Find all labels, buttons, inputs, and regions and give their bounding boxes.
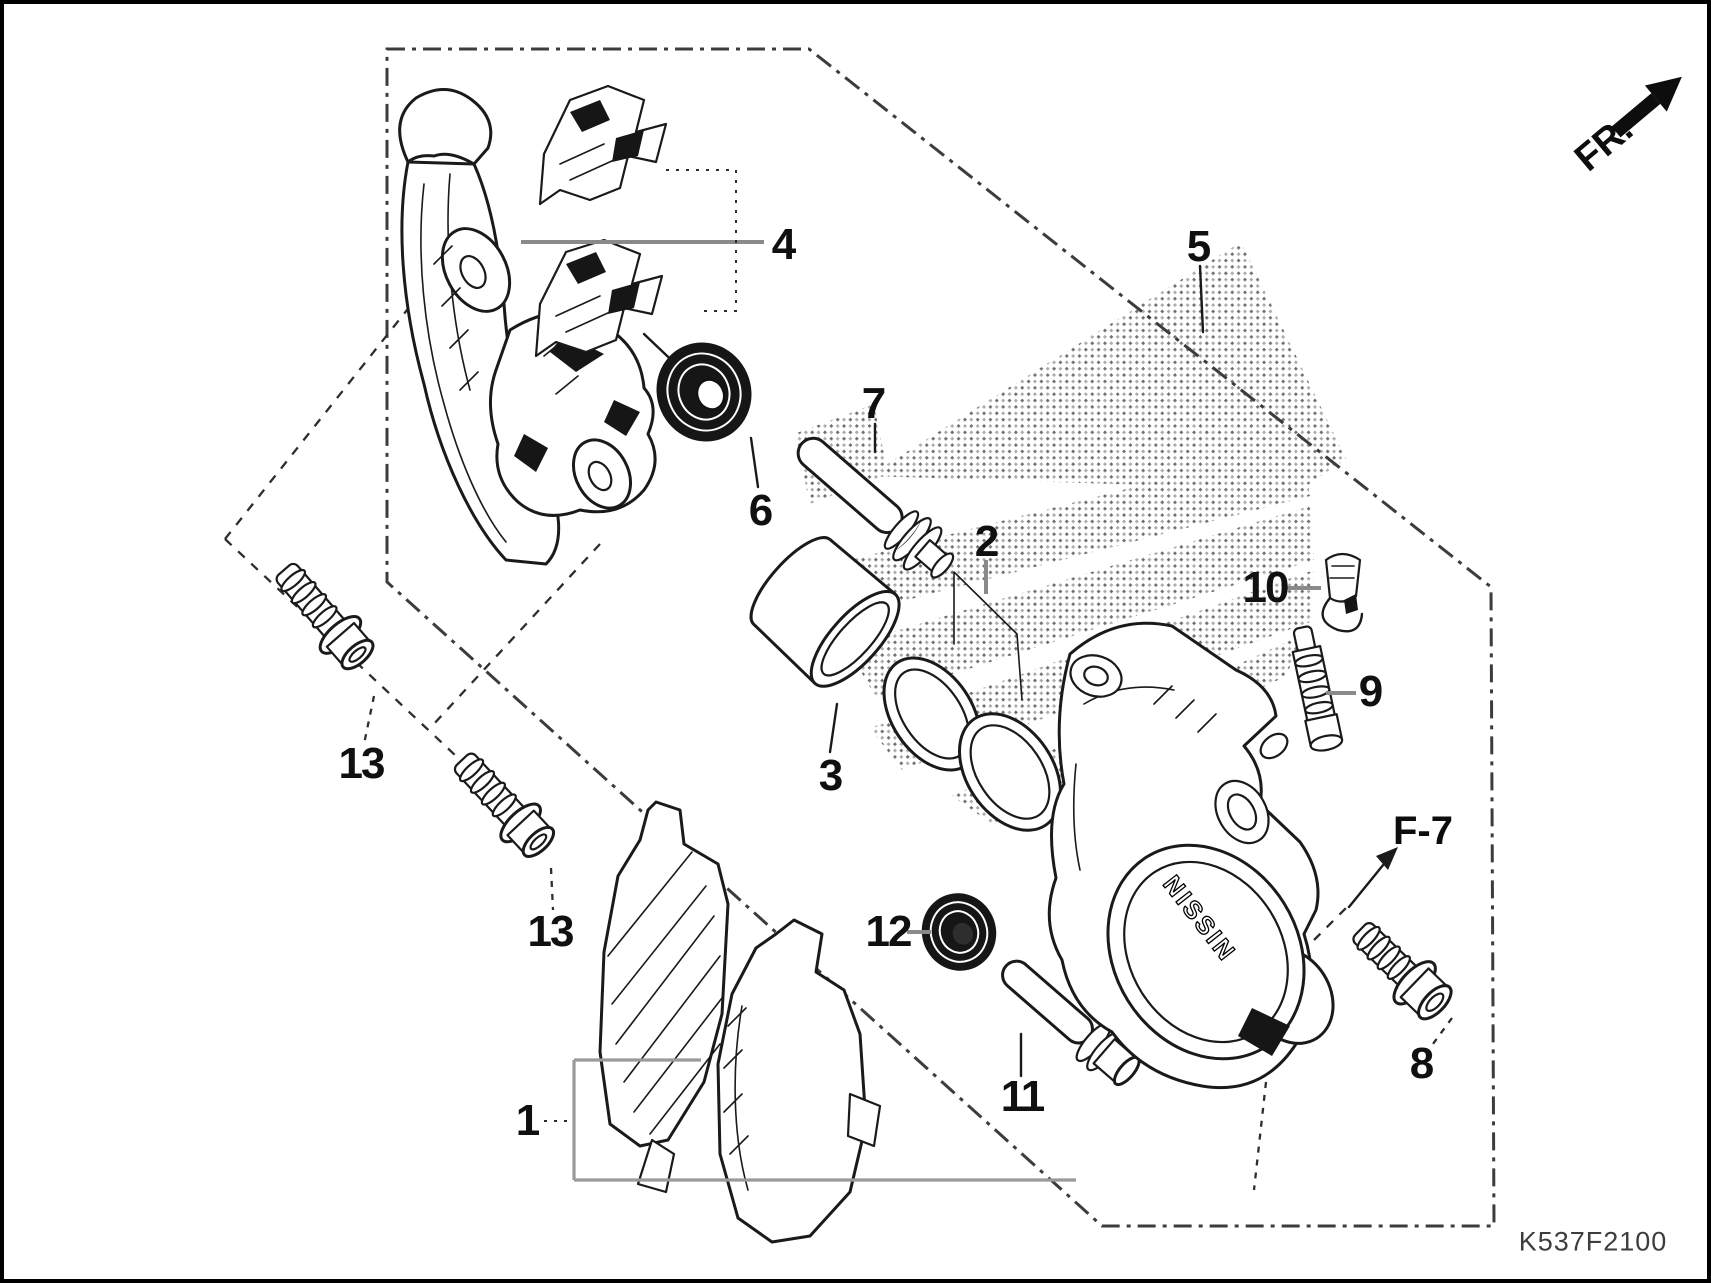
leader-lines (362, 169, 1453, 1182)
caliper-bracket-drawing (398, 88, 657, 566)
part-label-13a: 13 (338, 739, 386, 788)
piston-seals (882, 656, 1063, 832)
part-label-6: 6 (748, 486, 774, 535)
part-label-8: 8 (1409, 1039, 1435, 1088)
caliper-body: NISSIN (1047, 621, 1335, 1090)
part-label-7: 7 (861, 379, 887, 428)
brake-pads (598, 800, 882, 1244)
bleeder-screw (1291, 625, 1344, 752)
fr-direction-arrow (1611, 76, 1682, 138)
part-label-9: 9 (1358, 667, 1384, 716)
part-label-5: 5 (1186, 222, 1212, 271)
bracket-bolt-lower (453, 752, 556, 858)
pad-pin-bolt (796, 436, 955, 579)
diagram-code: K537F2100 (1518, 1226, 1668, 1257)
pad-retainer-springs (534, 84, 686, 374)
pin-boot-cap (921, 893, 997, 971)
part-label-1: 1 (515, 1096, 541, 1145)
f7-reference-arrow (1376, 847, 1398, 870)
diagram-dashed-border (385, 47, 1496, 1228)
caliper-bolt (1352, 922, 1453, 1021)
part-label-4: 4 (771, 220, 797, 269)
exploded-view-drawing: NISSIN (224, 47, 1682, 1244)
part-label-12: 12 (865, 907, 913, 956)
part-label-3: 3 (818, 751, 844, 800)
piston-boot (656, 342, 752, 442)
part-label-13b: 13 (527, 907, 575, 956)
caliper-piston (749, 536, 901, 688)
part-label-11: 11 (1000, 1072, 1045, 1121)
bracket-bolt-upper (275, 562, 375, 671)
f7-reference-label: F-7 (1393, 809, 1453, 853)
part-label-10: 10 (1242, 563, 1290, 612)
part-label-2: 2 (974, 517, 1000, 566)
bleeder-cap (1321, 552, 1364, 633)
